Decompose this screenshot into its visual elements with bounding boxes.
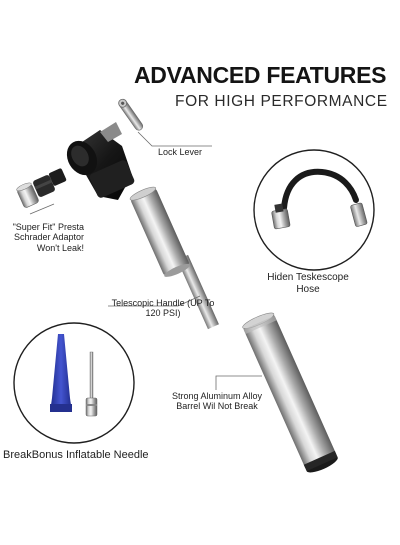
pump-body xyxy=(16,98,338,473)
hose-inset xyxy=(253,149,375,271)
lock-lever-label: Lock Lever xyxy=(158,147,203,157)
needle-label: BreakBonus Inflatable Needle xyxy=(3,449,149,461)
page-title: ADVANCED FEATURES xyxy=(134,62,387,88)
lock-lever xyxy=(118,98,144,131)
telescopic-rod xyxy=(177,254,219,330)
pump-head xyxy=(66,122,135,200)
barrel-label: Strong Aluminum Alloy Barrel Wil Not Bre… xyxy=(171,391,263,412)
handle-barrel xyxy=(131,188,189,276)
blue-needle-adaptor xyxy=(50,334,72,412)
hose-chuck xyxy=(271,203,291,230)
callout-line-adaptor xyxy=(29,203,55,215)
callout-line-handle xyxy=(108,295,201,307)
hose-label: Hiden Teskescope Hose xyxy=(267,272,349,295)
page-subtitle: FOR HIGH PERFORMANCE xyxy=(175,93,388,110)
main-barrel xyxy=(243,314,337,470)
callout-line-barrel xyxy=(215,375,262,390)
callout-lines xyxy=(29,131,262,390)
handle-label: Telescopic Handle (UP To 120 PSI) xyxy=(111,298,215,319)
adaptor-label: "Super Fit" Presta Schrader Adaptor Won'… xyxy=(12,222,84,253)
ball-needle xyxy=(85,351,98,417)
hose xyxy=(281,168,359,211)
adaptor-parts xyxy=(16,168,67,208)
callout-line-lock xyxy=(137,131,212,147)
needle-inset xyxy=(13,322,135,444)
hose-fitting xyxy=(350,202,368,227)
